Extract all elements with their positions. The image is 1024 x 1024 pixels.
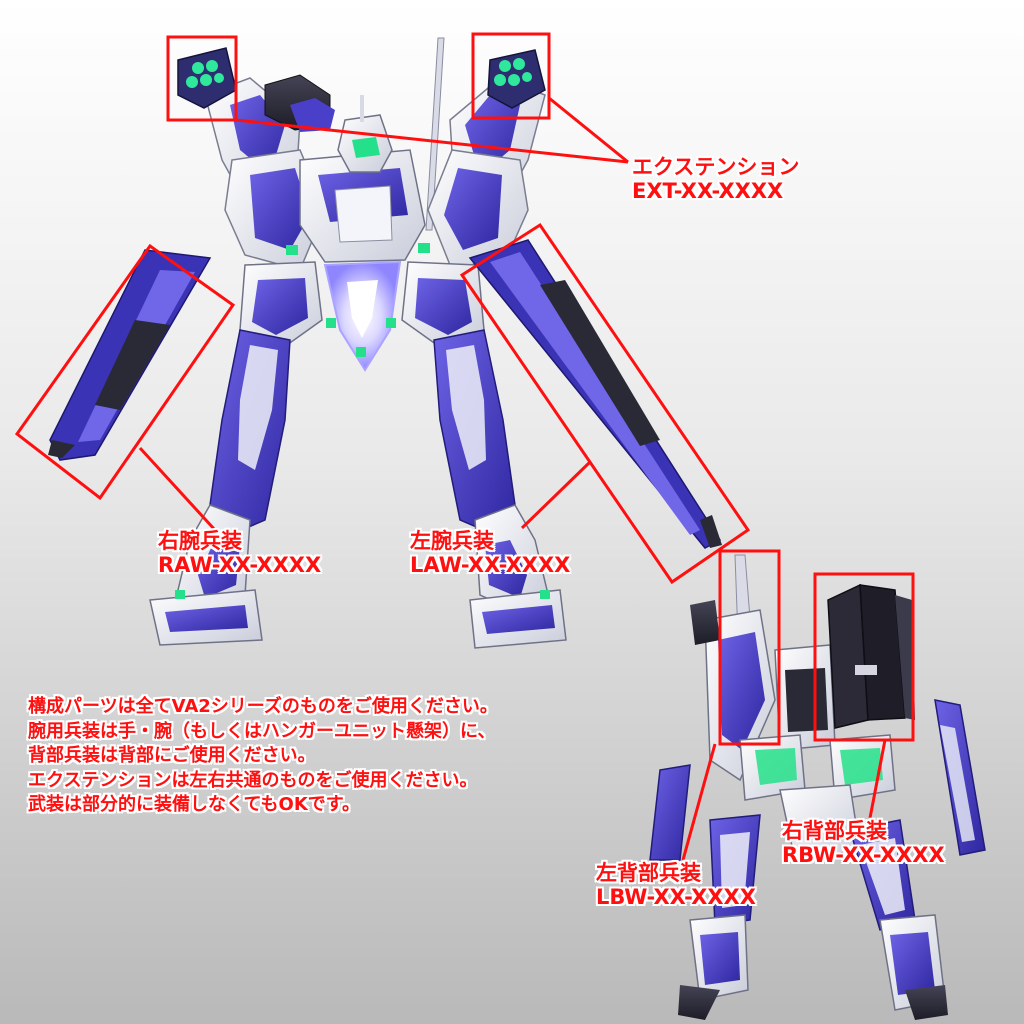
box-extension-left [166, 35, 238, 122]
box-right-arm-weapon [14, 243, 236, 501]
label-extension: エクステンション EXT-XX-XXXX [632, 155, 800, 203]
label-extension-code: EXT-XX-XXXX [632, 178, 784, 203]
label-extension-name: エクステンション [632, 155, 800, 179]
box-left-back-weapon [718, 549, 781, 746]
label-right-arm-weapon-code: RAW-XX-XXXX [158, 552, 322, 577]
box-right-back-weapon [813, 572, 915, 742]
front-robot [48, 37, 722, 649]
label-left-back-weapon-name: 左背部兵装 [596, 861, 701, 885]
label-left-arm-weapon-code: LAW-XX-XXXX [410, 552, 571, 577]
note-line: エクステンションは左右共通のものをご使用ください。 [28, 769, 478, 791]
leader-right-arm-weapon [138, 446, 217, 532]
note-line: 構成パーツは全てVA2シリーズのものをご使用ください。 [28, 696, 498, 717]
note-line: 武装は部分的に装備しなくてもOKです。 [28, 794, 361, 815]
box-extension-right [471, 32, 551, 120]
label-left-arm-weapon: 左腕兵装 LAW-XX-XXXX [410, 529, 571, 577]
leader-left-back-weapon [681, 743, 717, 861]
note-line: 腕用兵装は手・腕（もしくはハンガーユニット懸架）に、 [28, 720, 496, 742]
label-right-arm-weapon: 右腕兵装 RAW-XX-XXXX [158, 529, 322, 577]
leader-extension-right [548, 96, 629, 164]
label-right-arm-weapon-name: 右腕兵装 [158, 529, 242, 553]
label-right-back-weapon-name: 右背部兵装 [782, 819, 887, 843]
back-robot [649, 554, 986, 1020]
leader-right-back-weapon [868, 739, 887, 819]
label-right-back-weapon: 右背部兵装 RBW-XX-XXXX [782, 819, 945, 867]
back-right-weapon [827, 583, 915, 729]
front-extension-pod-right [487, 49, 546, 109]
annotation-overlay [14, 32, 915, 861]
note-line: 背部兵装は背部にご使用ください。 [28, 745, 316, 766]
leader-extension-left [235, 118, 629, 164]
label-left-arm-weapon-name: 左腕兵装 [410, 529, 494, 553]
label-left-back-weapon: 左背部兵装 LBW-XX-XXXX [596, 861, 756, 909]
box-left-arm-weapon [459, 222, 751, 585]
label-left-back-weapon-code: LBW-XX-XXXX [596, 884, 756, 909]
front-extension-pod-left [177, 47, 237, 109]
label-right-back-weapon-code: RBW-XX-XXXX [782, 842, 945, 867]
front-right-arm-weapon [48, 249, 212, 461]
usage-notes: 構成パーツは全てVA2シリーズのものをご使用ください。 腕用兵装は手・腕（もしく… [28, 695, 498, 818]
leader-left-arm-weapon [520, 460, 592, 530]
